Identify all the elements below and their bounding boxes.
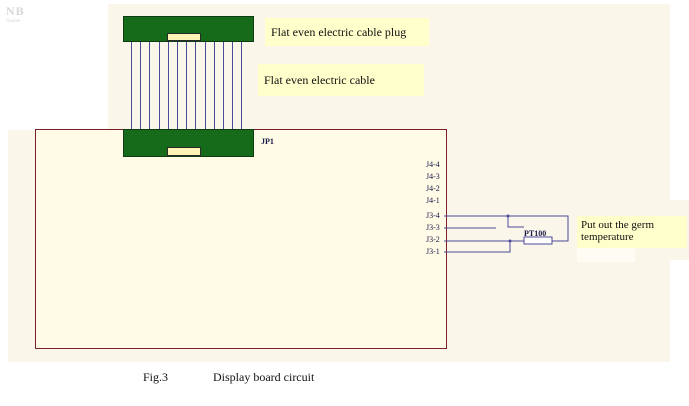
pin-label: J3-3 bbox=[426, 223, 440, 232]
cable-label: Flat even electric cable bbox=[258, 64, 424, 96]
jp1-pad bbox=[167, 147, 201, 156]
figure-title: Display board circuit bbox=[213, 370, 315, 384]
wire-j3-4 bbox=[444, 215, 524, 228]
junction-dot bbox=[508, 239, 512, 243]
wire-pt100-return bbox=[508, 215, 569, 242]
output-label: Put out the germ temperature bbox=[577, 216, 687, 248]
pin-label: J4-3 bbox=[426, 172, 440, 181]
pin-label: J3-1 bbox=[426, 247, 440, 256]
pin-label: J4-1 bbox=[426, 196, 440, 205]
logo: NB Nanbei bbox=[6, 4, 46, 24]
pin-label: J3-4 bbox=[426, 211, 440, 220]
figure-number: Fig.3 bbox=[143, 370, 169, 384]
j4-pin-list: J4-4 J4-3 J4-2 J4-1 bbox=[426, 160, 440, 208]
output-label-shadow bbox=[577, 248, 635, 262]
display-board bbox=[35, 129, 447, 349]
pin-label: J4-2 bbox=[426, 184, 440, 193]
pt100-label: PT100 bbox=[524, 229, 547, 238]
output-label-line: temperature bbox=[581, 231, 634, 243]
wire-j3-1 bbox=[444, 241, 511, 253]
cable-plug-label: Flat even electric cable plug bbox=[265, 18, 429, 46]
cable-plug-pad bbox=[167, 33, 201, 41]
pt100-resistor bbox=[523, 236, 553, 245]
pin-label: J3-2 bbox=[426, 235, 440, 244]
logo-subtext: Nanbei bbox=[6, 19, 21, 24]
junction-dot bbox=[506, 214, 510, 218]
sensor-wiring bbox=[444, 215, 569, 253]
j3-pin-list: J3-4 J3-3 J3-2 J3-1 bbox=[426, 211, 440, 259]
jp1-label: JP1 bbox=[261, 137, 274, 146]
pin-label: J4-4 bbox=[426, 160, 440, 169]
output-label-line: Put out the germ bbox=[581, 219, 655, 231]
logo-text: NB bbox=[6, 4, 25, 18]
